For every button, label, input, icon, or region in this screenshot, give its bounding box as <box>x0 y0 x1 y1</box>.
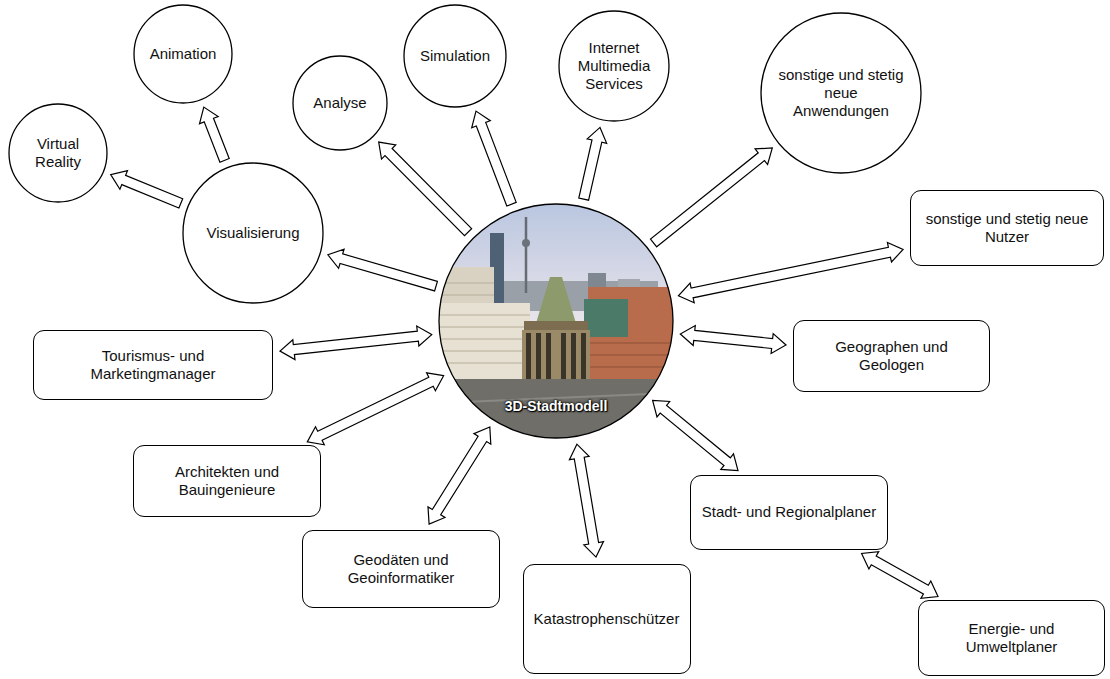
user-box: Tourismus- und Marketingmanager <box>33 330 273 400</box>
city-model-circle: 3D-Stadtmodell <box>438 203 674 439</box>
user-box: Geographen und Geologen <box>793 320 990 392</box>
application-circle: Virtual Reality <box>8 103 108 203</box>
node-label: Geodäten und Geoinformatiker <box>313 551 489 588</box>
node-label: Katastrophenschützer <box>534 610 680 628</box>
application-circle: Simulation <box>403 4 507 108</box>
application-circle: Internet Multimedia Services <box>558 10 670 122</box>
node-label: sonstige und stetig neue Anwendungen <box>776 66 906 121</box>
block-arrow <box>579 127 607 200</box>
block-arrow <box>472 111 517 206</box>
application-circle: Animation <box>133 4 233 104</box>
block-arrow <box>862 552 938 599</box>
user-box: Architekten und Bauingenieure <box>133 445 321 517</box>
block-arrow <box>678 242 903 302</box>
node-label: Analyse <box>313 94 366 112</box>
node-label: 3D-Stadtmodell <box>505 398 608 415</box>
block-arrow <box>328 249 438 291</box>
node-label: Simulation <box>420 47 490 65</box>
application-circle: Analyse <box>292 55 388 151</box>
node-label: Animation <box>150 45 217 63</box>
user-box: sonstige und stetig neue Nutzer <box>910 190 1104 266</box>
block-arrow <box>111 171 183 208</box>
application-circle: Visualisierung <box>182 162 324 304</box>
node-label: Visualisierung <box>206 224 299 242</box>
node-label: Geographen und Geologen <box>804 338 979 375</box>
node-label: Tourismus- und Marketingmanager <box>44 347 262 384</box>
block-arrow <box>428 427 491 524</box>
block-arrow <box>200 107 230 162</box>
block-arrow <box>653 400 738 470</box>
node-label: Virtual Reality <box>18 135 98 172</box>
application-circle: sonstige und stetig neue Anwendungen <box>760 12 922 174</box>
node-label: Internet Multimedia Services <box>569 39 659 94</box>
node-label: Stadt- und Regionalplaner <box>702 503 876 521</box>
block-arrow <box>569 444 603 557</box>
node-label: Architekten und Bauingenieure <box>144 463 310 500</box>
user-box: Katastrophenschützer <box>523 564 691 674</box>
node-label: sonstige und stetig neue Nutzer <box>921 210 1093 247</box>
block-arrow <box>307 373 443 445</box>
block-arrow <box>379 142 472 236</box>
node-label: Energie- und Umweltplaner <box>929 620 1094 657</box>
block-arrow <box>651 148 773 247</box>
user-box: Energie- und Umweltplaner <box>918 600 1105 676</box>
user-box: Stadt- und Regionalplaner <box>690 475 888 550</box>
block-arrow <box>680 326 786 354</box>
user-box: Geodäten und Geoinformatiker <box>302 530 500 608</box>
block-arrow <box>280 326 432 360</box>
